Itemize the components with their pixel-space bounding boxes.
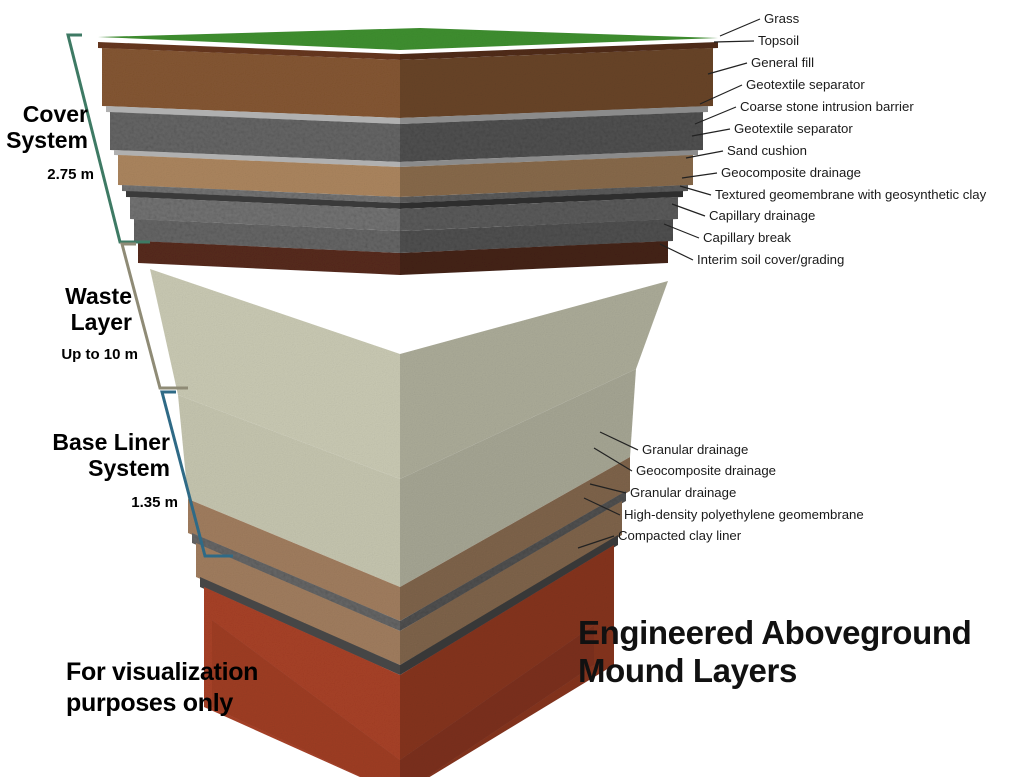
layer-label-granular-drainage-1: Granular drainage — [642, 442, 749, 457]
diagram-title-line1: Engineered Aboveground — [578, 614, 972, 651]
cover-system-name-line2: System — [6, 126, 88, 153]
leader-line — [593, 447, 633, 472]
layer-coarse-stone-right-face — [400, 112, 703, 162]
leader-line — [699, 84, 743, 105]
layer-geotextile-2-right-face — [400, 150, 698, 167]
layer-label-sand-cushion: Sand cushion — [727, 143, 807, 158]
waste-layer-dimension: Up to 10 m — [61, 346, 138, 363]
leader-line — [659, 243, 694, 261]
layer-geocomposite-base-left-face — [192, 533, 400, 631]
waste-upper-left-face — [150, 269, 400, 479]
layer-label-capillary-drainage: Capillary drainage — [709, 208, 816, 223]
diagram-title-line2: Mound Layers — [578, 651, 797, 689]
layer-topsoil-right-face — [400, 42, 718, 60]
leader-line — [685, 150, 724, 159]
cover-system-name-line1: Cover — [22, 101, 88, 127]
layer-label-granular-drainage-2: Granular drainage — [630, 485, 737, 500]
leader-line — [589, 483, 627, 494]
base-liner-dimension: 1.35 m — [131, 494, 178, 511]
base-liner-system-label: Base Liner System — [20, 429, 170, 482]
leader-line — [663, 223, 700, 239]
layer-label-general-fill: General fill — [751, 55, 815, 70]
leader-line — [681, 172, 718, 179]
layer-geomembrane-right-face — [400, 191, 683, 209]
layer-label-compacted-clay-liner: Compacted clay liner — [618, 528, 742, 543]
layer-geocomposite-right-face — [400, 185, 688, 203]
leader-line — [691, 128, 731, 137]
layer-label-geotextile-separator-2: Geotextile separator — [734, 121, 853, 136]
leader-line — [719, 18, 761, 37]
layer-label-capillary-break: Capillary break — [703, 230, 791, 245]
layer-coarse-stone-left-face — [110, 112, 400, 162]
layer-granular-drainage-1-right-face — [400, 457, 630, 621]
visualization-disclaimer: For visualization purposes only — [66, 657, 258, 720]
disclaimer-line2: purposes only — [66, 689, 233, 718]
waste-layer-name-line2: Layer — [70, 308, 132, 335]
layer-sand-cushion-left-face — [118, 155, 400, 197]
base-liner-name-line1: Base Liner — [52, 429, 170, 455]
waste-layer-bracket — [120, 242, 188, 390]
diagram-title: Engineered Aboveground Mound Layers — [578, 614, 972, 690]
cover-system-dimension: 2.75 m — [47, 166, 94, 183]
leader-line — [713, 40, 755, 43]
layer-geotextile-1-left-face — [106, 106, 400, 124]
layer-label-geocomposite-drainage-cover: Geocomposite drainage — [721, 165, 862, 180]
layer-label-grass: Grass — [764, 11, 800, 26]
layer-hdpe-right-face — [400, 535, 618, 675]
waste-layer-name-line1: Waste — [65, 283, 132, 309]
layer-capillary-break-left-face — [134, 219, 400, 253]
layer-clay-liner-right-face — [400, 545, 614, 777]
layer-geotextile-1-right-face — [400, 106, 708, 124]
layer-capillary-drainage-right-face — [400, 197, 678, 231]
layer-geocomposite-left-face — [122, 185, 400, 203]
layer-geocomposite-base-right-face — [400, 491, 626, 631]
layer-geomembrane-left-face — [126, 191, 400, 209]
grass-top-surface — [98, 28, 718, 50]
base-liner-name-line2: System — [88, 454, 170, 481]
waste-lower-left-face — [178, 395, 400, 587]
cover-system-label: Cover System — [6, 101, 88, 154]
layer-label-hdpe-geomembrane: High-density polyethylene geomembrane — [624, 507, 864, 522]
leader-line — [577, 535, 615, 549]
layer-topsoil-left-face — [98, 42, 400, 60]
clay-liner-lower-left — [212, 620, 400, 777]
waste-upper-right-face — [400, 281, 668, 479]
layer-sand-cushion-right-face — [400, 155, 693, 197]
leader-line — [599, 431, 639, 451]
layer-hdpe-left-face — [200, 577, 400, 675]
leader-line — [583, 497, 621, 516]
layer-label-interim-soil-cover: Interim soil cover/grading — [697, 252, 845, 267]
layer-granular-drainage-2-right-face — [400, 501, 622, 665]
cover-system-bracket — [66, 33, 150, 244]
leader-line — [694, 106, 737, 125]
layer-label-geocomposite-drainage-base: Geocomposite drainage — [636, 463, 777, 478]
layer-label-topsoil: Topsoil — [758, 33, 800, 48]
leader-line — [671, 203, 706, 217]
layer-interim-soil-left-face — [138, 241, 400, 275]
leader-line — [679, 185, 712, 196]
layer-interim-soil-right-face — [400, 241, 668, 275]
layer-general-fill-left-face — [102, 48, 400, 118]
layer-geotextile-2-left-face — [114, 150, 400, 167]
disclaimer-line1: For visualization — [66, 658, 259, 686]
leader-line — [707, 62, 748, 75]
layer-label-geotextile-separator-1: Geotextile separator — [746, 77, 865, 92]
layer-label-textured-geomembrane: Textured geomembrane with geosynthetic c… — [715, 187, 987, 202]
waste-lower-right-face — [400, 369, 636, 587]
layer-capillary-drainage-left-face — [130, 197, 400, 231]
layer-granular-drainage-2-left-face — [196, 543, 400, 665]
layer-granular-drainage-1-left-face — [188, 499, 400, 621]
clay-liner-lower-right — [400, 625, 594, 777]
layer-label-coarse-stone-intrusion-barrier: Coarse stone intrusion barrier — [740, 99, 914, 114]
layer-general-fill-right-face — [400, 48, 713, 118]
layer-capillary-break-right-face — [400, 219, 673, 253]
base-liner-bracket — [160, 390, 233, 558]
waste-layer-label: Waste Layer — [20, 283, 132, 336]
